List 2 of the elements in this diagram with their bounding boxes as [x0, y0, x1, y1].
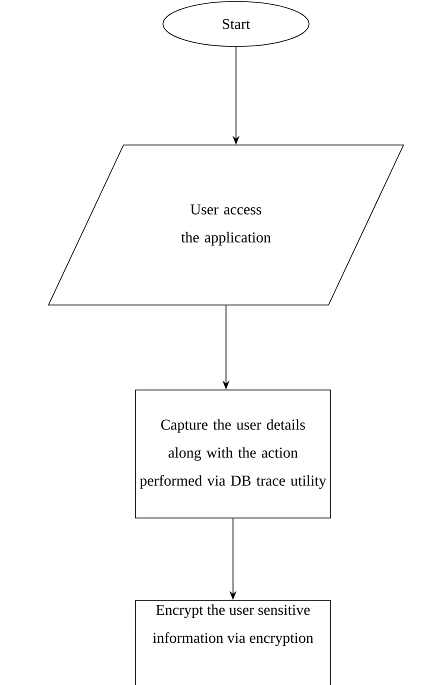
process-box: Encrypt the user sensitive information via encryption: [135, 600, 331, 685]
process-box: Capture the user details along with the action performed via DB trace utility: [135, 390, 331, 518]
